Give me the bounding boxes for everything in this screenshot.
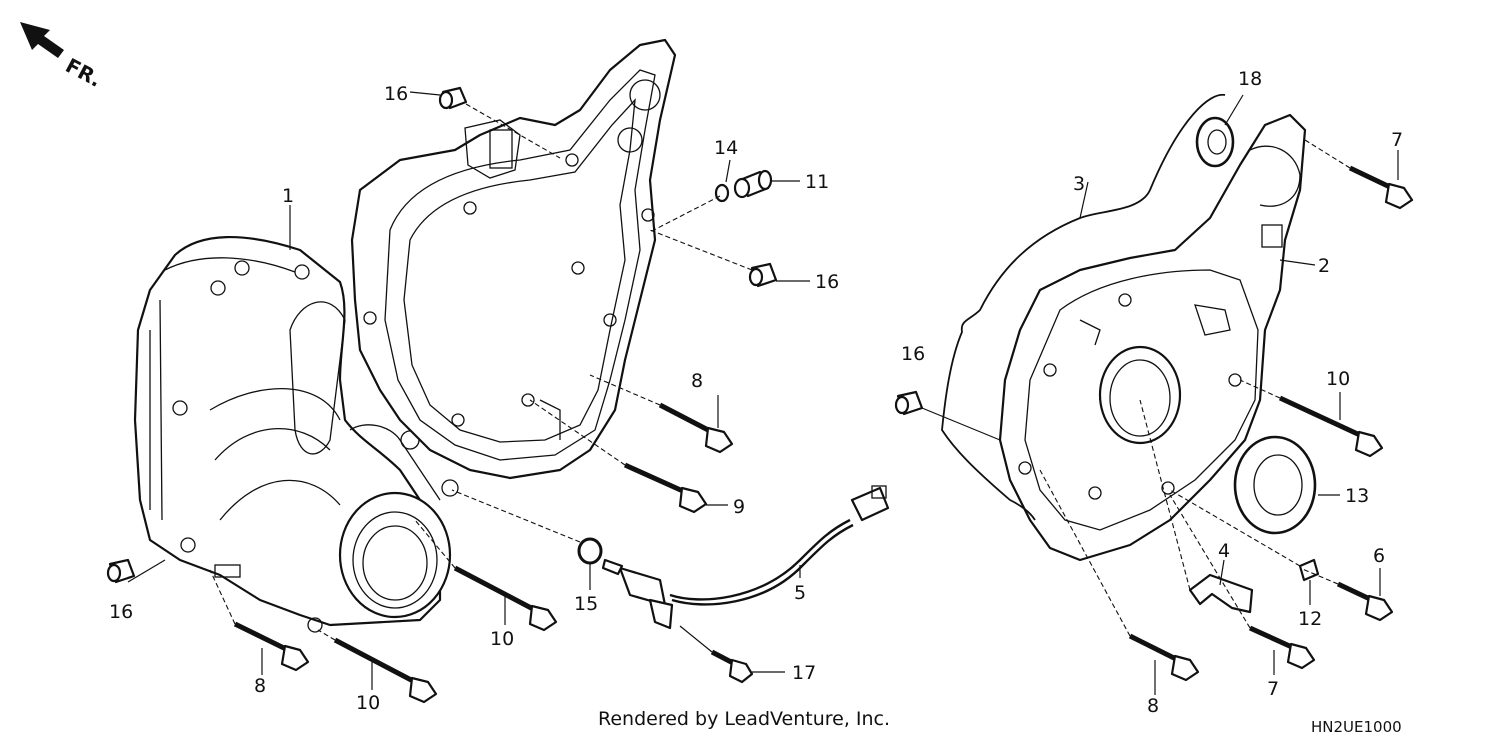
callout-6: 6: [1373, 545, 1385, 567]
bolt-9: [623, 462, 708, 514]
callout-8-left: 8: [254, 675, 266, 697]
dowel-pin-16-left: [106, 558, 136, 584]
callout-15: 15: [574, 593, 598, 615]
callout-9: 9: [733, 496, 745, 518]
sealing-washer-14: [714, 183, 730, 203]
diagram-code: HN2UE1000: [1311, 718, 1402, 736]
crankcase-gasket-face: [350, 38, 677, 480]
bearing-18: [1195, 116, 1235, 168]
dowel-pin-16-right: [748, 262, 778, 288]
dowel-pin-16-cover: [894, 390, 924, 416]
callout-18: 18: [1238, 68, 1262, 90]
plate-4: [1188, 573, 1254, 614]
callout-10-left: 10: [356, 692, 380, 714]
callout-10-center: 10: [490, 628, 514, 650]
front-direction-label: FR.: [62, 53, 106, 92]
cover-gasket: [941, 93, 1226, 521]
speed-sensor-5: [601, 485, 890, 630]
callout-12: 12: [1298, 608, 1322, 630]
bolt-8-left: [233, 621, 310, 672]
callout-1: 1: [282, 185, 294, 207]
callout-4: 4: [1218, 540, 1230, 562]
render-credit: Rendered by LeadVenture, Inc.: [598, 708, 891, 730]
oil-seal-13: [1233, 435, 1317, 535]
o-ring-15: [577, 537, 603, 565]
callout-13: 13: [1345, 485, 1369, 507]
callout-16-top: 16: [384, 83, 408, 105]
callout-17: 17: [792, 662, 816, 684]
callout-7-bottom: 7: [1267, 678, 1279, 700]
callout-2: 2: [1318, 255, 1330, 277]
callout-8-right: 8: [1147, 695, 1159, 717]
bolt-6: [1336, 581, 1394, 622]
front-direction-arrow-icon: FR.: [20, 22, 106, 92]
bolt-10-right: [1278, 395, 1384, 458]
bolt-7-bottom: [1248, 625, 1316, 670]
bolt-8-center: [658, 402, 734, 454]
dowel-pin-16-top: [438, 86, 468, 110]
callout-11: 11: [805, 171, 829, 193]
callout-3: 3: [1073, 173, 1085, 195]
callout-16-cover: 16: [901, 343, 925, 365]
callout-7-top: 7: [1391, 129, 1403, 151]
bolt-10-left: [333, 637, 438, 704]
bolt-10-center: [453, 565, 558, 632]
drain-plug-11: [733, 169, 773, 199]
washer-12: [1298, 558, 1320, 582]
callout-14: 14: [714, 137, 738, 159]
callout-10-right: 10: [1326, 368, 1350, 390]
bolt-7-top: [1348, 165, 1414, 210]
callout-8-center: 8: [691, 370, 703, 392]
right-crankcase-cover: [998, 113, 1307, 562]
left-crankcase-cover: [133, 236, 459, 633]
leader-lines: [127, 91, 1399, 695]
callout-16-left: 16: [109, 601, 133, 623]
bolt-8-right: [1128, 633, 1200, 682]
callout-labels: 1 2 3 4 5 6 7 7 8 8 8 9 10 10 10 11 12 1…: [109, 68, 1403, 717]
bolt-17: [710, 649, 754, 684]
callout-5: 5: [794, 582, 806, 604]
callout-16-right: 16: [815, 271, 839, 293]
